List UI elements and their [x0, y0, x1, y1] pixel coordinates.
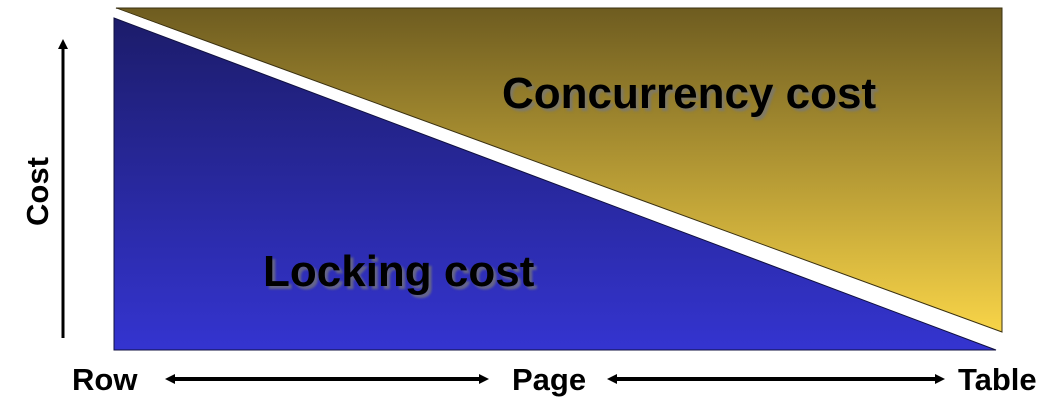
x-axis-label-row: Row — [72, 362, 138, 397]
y-axis-label: Cost — [20, 157, 55, 226]
concurrency-cost-region — [115, 7, 1003, 333]
x-axis-label-page: Page — [512, 362, 587, 397]
locking-cost-region — [113, 17, 997, 351]
diagonal-separator — [114, 8, 1002, 346]
concurrency-cost-label: Concurrency cost — [502, 69, 877, 118]
x-axis-label-table: Table — [958, 362, 1037, 397]
locking-cost-label: Locking cost — [263, 247, 535, 296]
